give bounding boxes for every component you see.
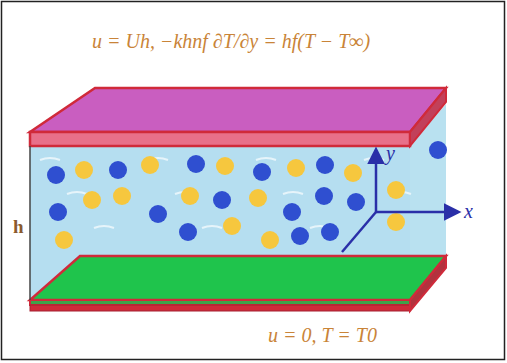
yellow-particle [75,161,93,179]
yellow-particle [141,156,159,174]
boundary-condition-bottom: u = 0, T = T0 [268,324,377,347]
yellow-particle [287,159,305,177]
blue-particle [49,203,67,221]
top-plate-top [30,88,446,132]
top-plate-side [410,88,446,146]
blue-particle [316,156,334,174]
texture-stroke [40,158,60,160]
axis-label: x [464,200,473,223]
yellow-particle [216,157,234,175]
blue-particle [321,223,339,241]
texture-stroke [67,192,87,194]
yellow-particle [83,191,101,209]
bottom-plate-top [30,256,446,300]
yellow-particle [181,187,199,205]
blue-particle [179,223,197,241]
bottom-plate-front [30,300,410,305]
yellow-particle [249,189,267,207]
blue-particle [347,193,365,211]
texture-stroke [364,158,384,160]
blue-particle [315,187,333,205]
texture-stroke [283,192,303,194]
yellow-particle [387,213,405,231]
blue-particle [187,155,205,173]
x-axis [376,211,458,214]
bottom-plate-base [30,305,410,311]
top-plate-front [30,132,410,146]
height-line [29,146,31,300]
y-axis [375,150,378,212]
texture-stroke [256,158,276,160]
blue-particle [283,203,301,221]
frame [2,2,505,360]
yellow-particle [261,231,279,249]
yellow-particle [113,187,131,205]
yellow-particle [387,181,405,199]
axis-label: y [386,142,395,165]
blue-particle [109,161,127,179]
height-label: h [13,216,24,238]
yellow-particle [223,217,241,235]
yellow-particle [344,164,362,182]
boundary-condition-top: u = Uh, −khnf ∂T/∂y = hf(T − T∞) [92,30,370,53]
nanoparticles [47,141,447,249]
blue-particle [253,163,271,181]
blue-particle [429,141,447,159]
bottom-plate-side [410,256,446,311]
yellow-particle [55,231,73,249]
texture-stroke [94,226,114,228]
texture-stroke [202,226,222,228]
blue-particle [149,205,167,223]
z-axis [342,212,376,252]
blue-particle [213,191,231,209]
blue-particle [291,227,309,245]
fluid-texture [40,158,411,262]
blue-particle [47,166,65,184]
